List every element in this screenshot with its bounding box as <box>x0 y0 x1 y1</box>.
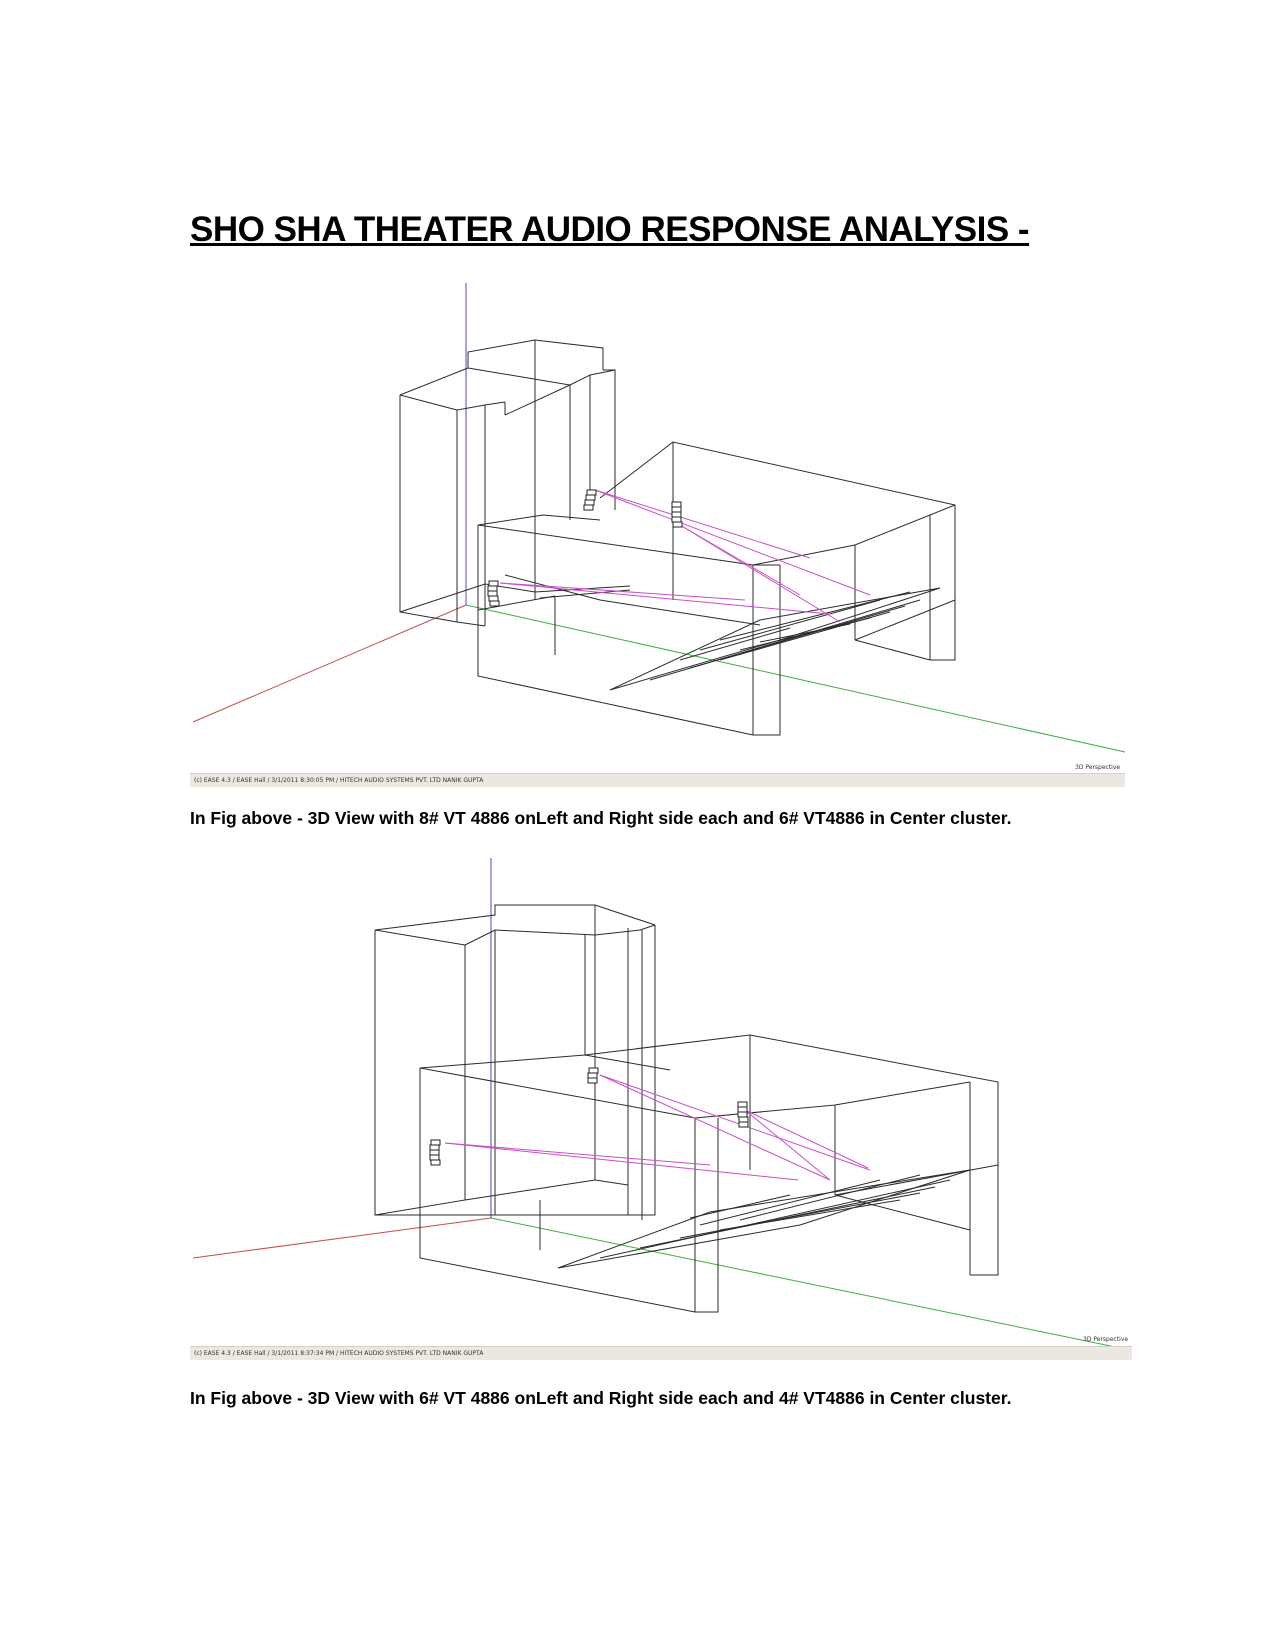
figure-1-3d-view: 3D Perspective (c) EASE 4.3 / EASE Hall … <box>0 0 1275 790</box>
ease-status-bar: (c) EASE 4.3 / EASE Hall / 3/1/2011 8:30… <box>190 773 1125 787</box>
speaker-cluster-left <box>487 580 500 607</box>
page-title: SHO SHA THEATER AUDIO RESPONSE ANALYSIS … <box>190 210 1030 249</box>
room-wireframe <box>374 904 999 1313</box>
y-axis-line <box>490 1217 1131 1351</box>
view-mode-label: 3D Perspective <box>1075 764 1121 771</box>
x-axis-line <box>192 1217 492 1259</box>
view-mode-label: 3D Perspective <box>1083 1336 1129 1343</box>
speaker-cluster-center <box>583 489 597 511</box>
speaker-clusters <box>429 1067 749 1166</box>
y-axis-line <box>465 604 1126 753</box>
figure-2-wireframe <box>192 858 1131 1351</box>
speaker-cluster-right <box>737 1101 749 1128</box>
figure-2-caption: In Fig above - 3D View with 6# VT 4886 o… <box>190 1388 1012 1408</box>
speaker-cluster-right <box>671 501 683 528</box>
figure-2-3d-view: 3D Perspective (c) EASE 4.3 / EASE Hall … <box>190 858 1132 1360</box>
speaker-cluster-left <box>429 1139 441 1166</box>
figure-1-wireframe <box>192 283 1126 753</box>
speaker-cluster-center <box>587 1067 599 1084</box>
coverage-rays <box>444 1074 871 1181</box>
ease-status-bar: (c) EASE 4.3 / EASE Hall / 3/1/2011 8:37… <box>190 1346 1132 1360</box>
figure-1-caption: In Fig above - 3D View with 8# VT 4886 o… <box>190 808 1012 828</box>
x-axis-line <box>192 604 467 723</box>
speaker-clusters <box>487 489 683 607</box>
room-wireframe <box>399 339 956 736</box>
coverage-rays <box>499 489 871 623</box>
